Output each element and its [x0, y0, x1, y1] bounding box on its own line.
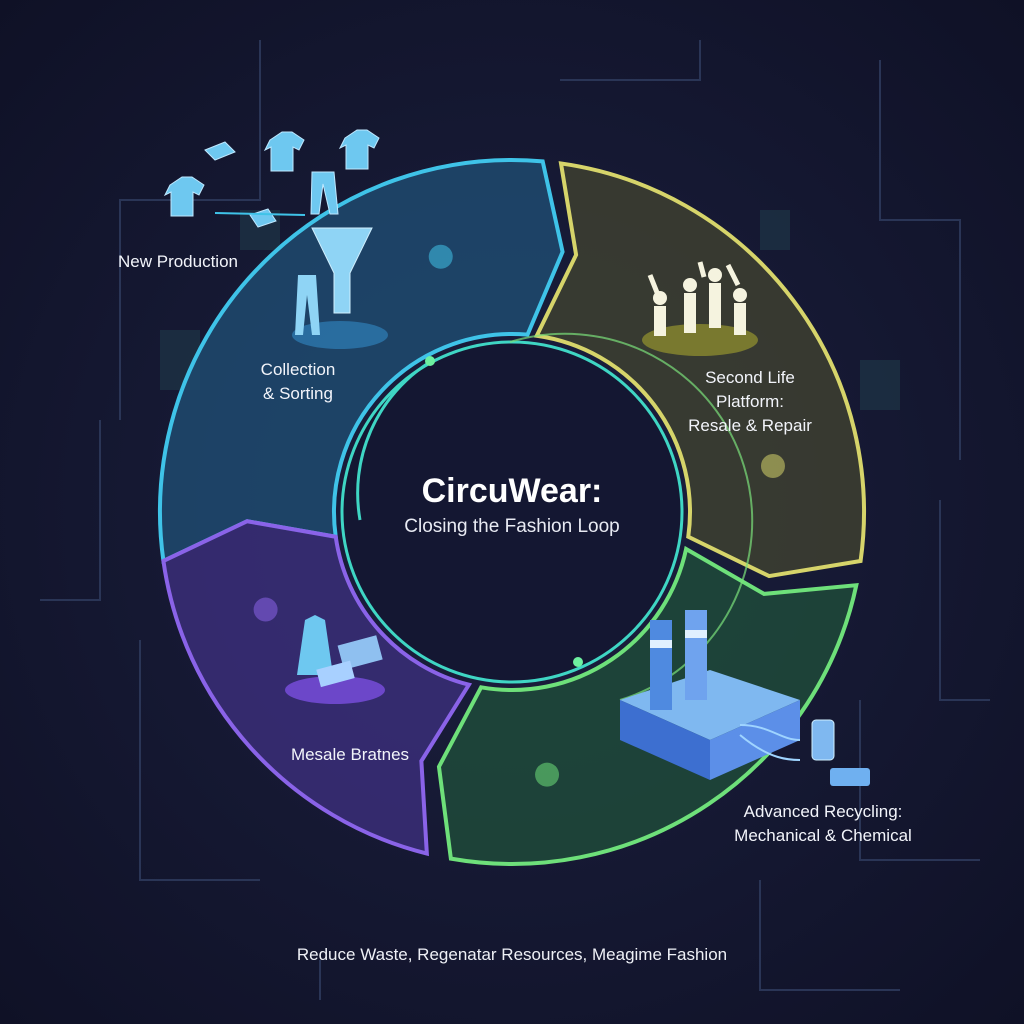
- thread-spool-icon: [811, 719, 835, 761]
- funnel-icon: [292, 227, 388, 349]
- stage-label-advanced-recycling: Advanced Recycling: Mechanical & Chemica…: [734, 802, 912, 845]
- diagram-title: CircuWear:: [421, 472, 603, 510]
- stage-label-mesale: Mesale Bratnes: [290, 745, 410, 764]
- flow-arrow-icon: [535, 762, 560, 787]
- diagram-subtitle: Closing the Fashion Loop: [404, 516, 620, 537]
- footer-tagline: Reduce Waste, Regenatar Resources, Meagi…: [296, 945, 728, 964]
- segment-collection: [158, 158, 565, 564]
- inner-arc-left: [356, 360, 431, 521]
- inner-dot: [573, 657, 583, 667]
- stage-label-new-production: New Production: [117, 252, 239, 271]
- inner-dot: [425, 356, 435, 366]
- sewing-pattern-icon: [285, 615, 385, 704]
- stage-label-collection-sorting: Collection & Sorting: [260, 360, 336, 403]
- people-icon: [642, 261, 758, 356]
- tshirt-icon: [163, 129, 380, 228]
- flow-arrow-icon: [428, 244, 453, 269]
- fabric-icon: [830, 768, 870, 786]
- flow-arrow-icon: [253, 597, 278, 622]
- circuit-background: [40, 40, 990, 1000]
- factory-icon: [620, 610, 801, 780]
- flow-arrow-icon: [760, 453, 785, 478]
- stage-label-second-life: Second Life Platform: Resale & Repair: [688, 368, 812, 435]
